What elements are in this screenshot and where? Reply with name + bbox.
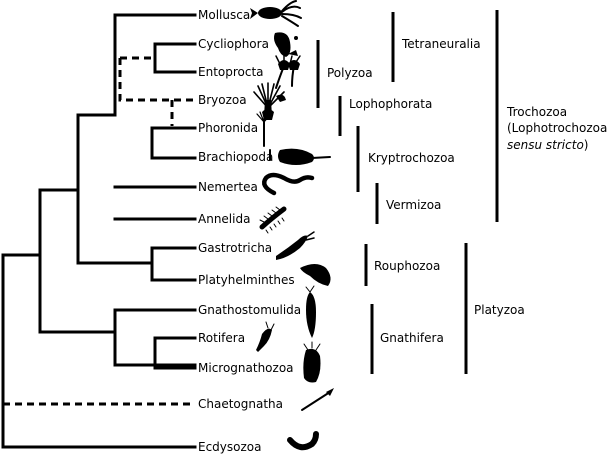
- branch-rouphozoa: [150, 246, 197, 282]
- clade-label-trochozoa-line3: sensu stricto): [507, 138, 588, 152]
- label-entoprocta: Entoprocta: [198, 65, 264, 79]
- label-annelida: Annelida: [198, 212, 250, 226]
- annelid-silhouette: [259, 206, 287, 234]
- chaetognath-silhouette: [301, 388, 334, 411]
- flatworm-silhouette: [300, 264, 331, 286]
- label-nemertea: Nemertea: [198, 180, 258, 194]
- branch-polyzoa: [153, 42, 197, 74]
- label-brachiopoda: Brachiopoda: [198, 150, 273, 164]
- ecdysozoan-silhouette: [287, 431, 319, 451]
- branch-spiralia: [1, 188, 117, 334]
- phoronid-silhouette: [256, 110, 272, 147]
- clade-label-polyzoa: Polyzoa: [327, 66, 373, 80]
- clade-label-trochozoa-line2: (Lophotrochozoa: [507, 121, 607, 135]
- label-ecdysozoa: Ecdysozoa: [198, 440, 262, 454]
- branch-trochozoa-rouphozoa: [76, 113, 154, 265]
- clade-label-trochozoa-sensu-stricto: sensu stricto: [507, 138, 584, 152]
- squid-silhouette: [250, 0, 302, 27]
- clade-label-tetraneuralia: Tetraneuralia: [401, 37, 481, 51]
- clade-label-rouphozoa: Rouphozoa: [374, 259, 440, 273]
- silhouettes: [250, 0, 334, 451]
- label-cycliophora: Cycliophora: [198, 37, 269, 51]
- clade-label-vermizoa: Vermizoa: [386, 198, 441, 212]
- branch-gnathifera: [113, 308, 197, 367]
- nemertean-silhouette: [262, 172, 315, 196]
- taxon-labels: Mollusca Cycliophora Entoprocta Bryozoa …: [198, 8, 301, 454]
- clade-label-trochozoa-close-paren: ): [584, 138, 589, 152]
- label-gastrotricha: Gastrotricha: [198, 241, 272, 255]
- entoproct-silhouette: [275, 53, 301, 89]
- brachiopod-silhouette: [269, 148, 331, 165]
- branch-polyzoa-dashed: [118, 56, 195, 102]
- tree-branches: [1, 13, 197, 449]
- branch-rotifera-micrognathozoa: [153, 336, 197, 370]
- label-mollusca: Mollusca: [198, 8, 250, 22]
- branch-trochozoa: [76, 13, 197, 221]
- branch-root: [1, 253, 197, 449]
- gnathostomulid-silhouette: [305, 285, 316, 338]
- label-rotifera: Rotifera: [198, 331, 245, 345]
- rotifer-silhouette: [256, 321, 275, 352]
- cycliophoran-silhouette: [274, 32, 298, 57]
- bryozoan-silhouette: [253, 82, 286, 120]
- branch-kryptrochozoa: [150, 126, 197, 160]
- label-bryozoa: Bryozoa: [198, 93, 247, 107]
- clade-label-lophophorata: Lophophorata: [349, 97, 432, 111]
- label-chaetognatha: Chaetognatha: [198, 397, 283, 411]
- clade-label-kryptrochozoa: Kryptrochozoa: [368, 151, 455, 165]
- label-platyhelminthes: Platyhelminthes: [198, 273, 295, 287]
- clade-label-gnathifera: Gnathifera: [380, 331, 444, 345]
- label-micrognathozoa: Micrognathozoa: [198, 361, 294, 375]
- clade-label-trochozoa-line1: Trochozoa: [506, 105, 567, 119]
- clade-label-platyzoa: Platyzoa: [474, 303, 525, 317]
- label-phoronida: Phoronida: [198, 121, 258, 135]
- label-gnathostomulida: Gnathostomulida: [198, 303, 301, 317]
- gastrotrich-silhouette: [276, 231, 315, 260]
- micrognathozoan-silhouette: [303, 341, 321, 383]
- clade-labels: Polyzoa Tetraneuralia Lophophorata Krypt…: [327, 37, 607, 345]
- clade-bars: [316, 10, 499, 374]
